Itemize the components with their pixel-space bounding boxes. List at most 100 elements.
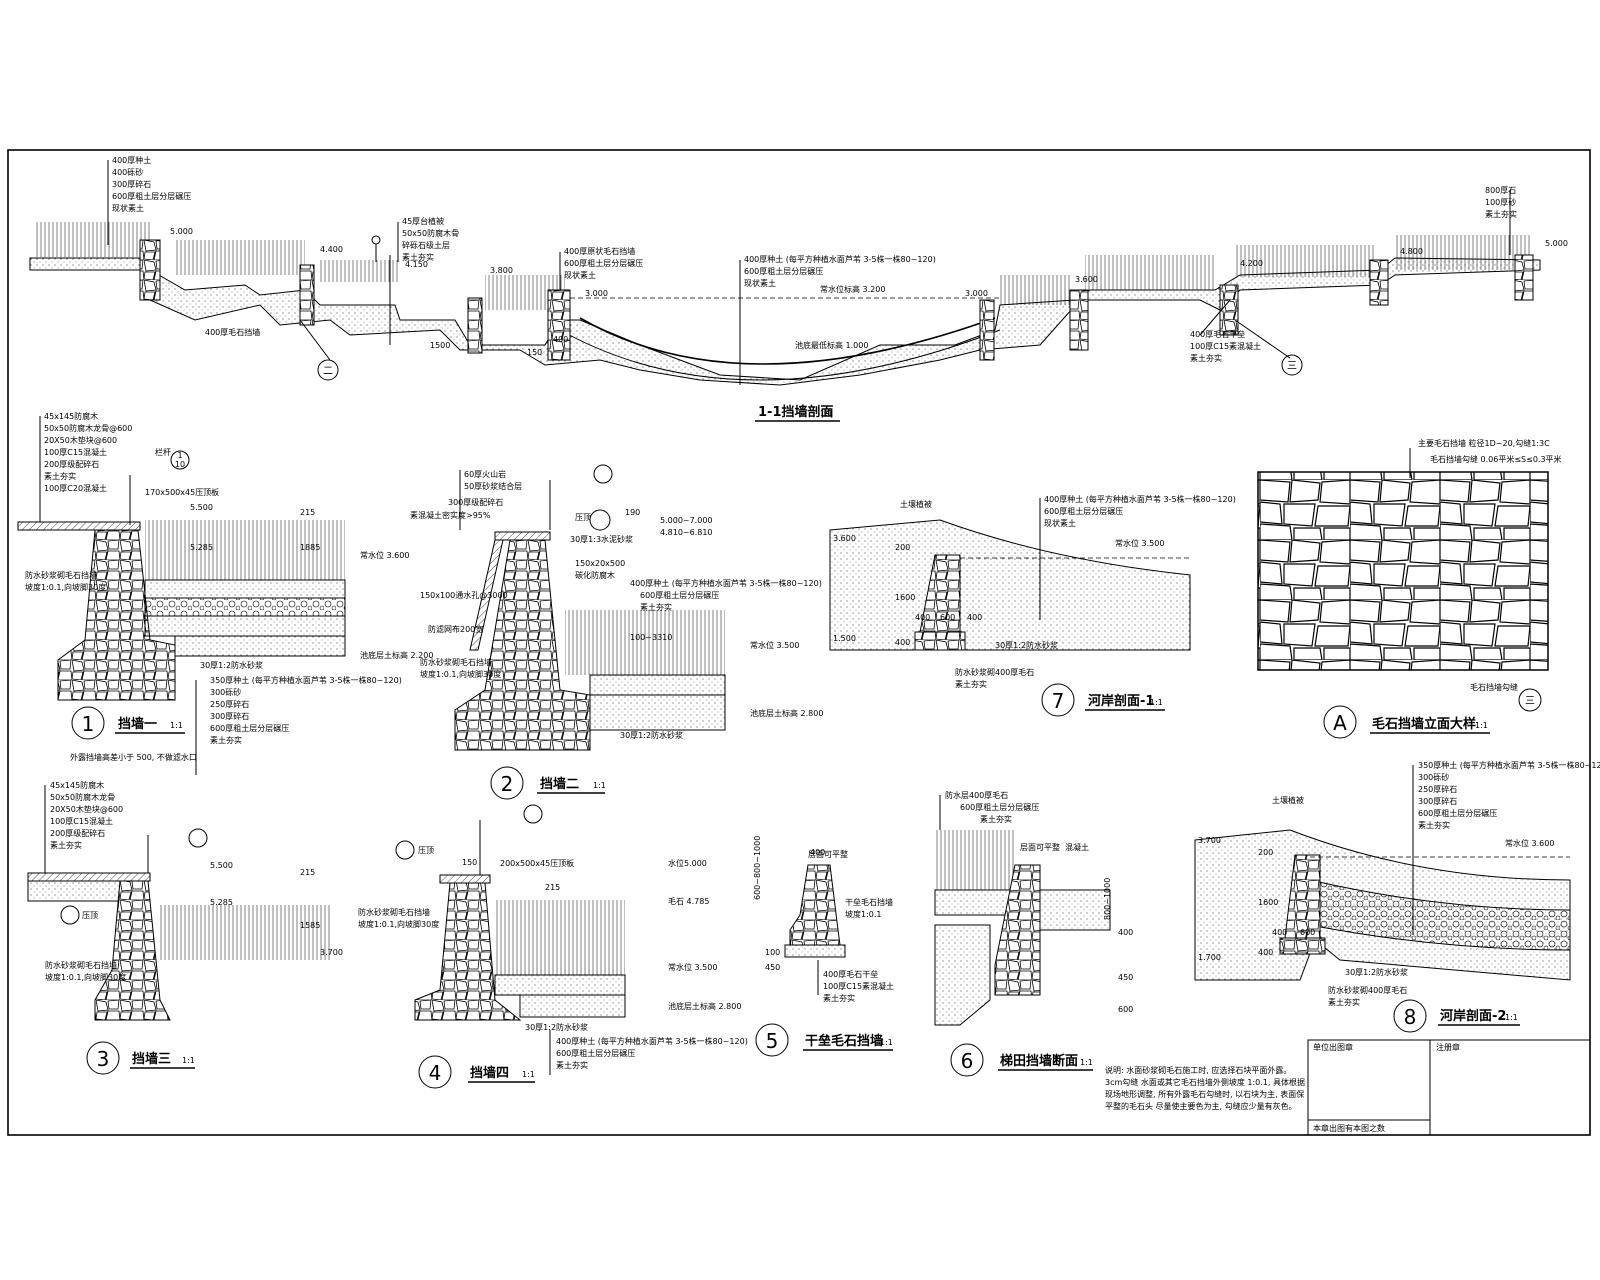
d5-label-5: 100厚C15素混凝土 (823, 981, 894, 991)
d1-layer-6: 素土夯实 (44, 471, 76, 481)
d8-label-5: 30厚1:2防水砂浆 (1345, 967, 1408, 977)
d4-bl-3: 素土夯实 (556, 1060, 588, 1070)
d7-dim-2: 1600 (895, 593, 915, 602)
d3-scale: 1:1 (182, 1056, 195, 1065)
d1-dim-1: 215 (300, 508, 315, 517)
d7-layer-1: 400厚种土 (每平方种植水面芦苇 3-5株一株80~120) (1044, 494, 1236, 504)
d8-label-1: 土壤植被 (1272, 795, 1304, 805)
d8-dim-3: 400 (1258, 948, 1273, 957)
d8-label-2: 3.700 (1198, 836, 1221, 845)
ms-rb-layer-1: 400厚毛石干垒 (1190, 329, 1245, 339)
d8-scale: 1:1 (1505, 1013, 1518, 1022)
d4-bl-1: 400厚种土 (每平方种植水面芦苇 3-5株一株80~120) (556, 1036, 748, 1046)
ms-center-layer-1: 400厚种土 (每平方种植水面芦苇 3-5株一株80~120) (744, 254, 936, 264)
d6-label-1: 层面可平整 (1020, 842, 1060, 852)
ms-mid-layer-2: 50x50防腐木骨 (402, 228, 459, 238)
notes-text: 说明: 水面砂浆砌毛石施工时, 应选择石块平面外露。 3cm勾缝 水面或其它毛石… (1105, 1066, 1305, 1111)
ms-right-layer-3: 素土夯实 (1485, 209, 1517, 219)
ms-mid-layer-4: 素土夯实 (402, 252, 434, 262)
d3-layer-5: 200厚级配碎石 (50, 828, 105, 838)
ms-left-layer-3: 300厚碎石 (112, 179, 151, 189)
d1-layer-3: 20X50木垫块@600 (44, 435, 117, 445)
d7-dim-3: 400 (895, 638, 910, 647)
d6-dim-3: 450 (1118, 973, 1133, 982)
d2-dim-2: 100~3310 (630, 633, 672, 642)
d1-note: 外露挡墙高差小于 500, 不做滤水口 (70, 752, 197, 762)
d2-label-11: 30厚1:2防水砂浆 (620, 730, 683, 740)
d2-label-7: 防水砂浆砌毛石挡墙 (420, 657, 492, 667)
marker-3: 三 (1287, 361, 1297, 372)
d1-scale: 1:1 (170, 721, 183, 730)
d7-dim-1: 200 (895, 543, 910, 552)
dA-title: 毛石挡墙立面大样 (1372, 716, 1476, 732)
d2-number: 2 (501, 772, 514, 796)
elev-9: 3.600 (1075, 275, 1098, 284)
d7-title: 河岸剖面-1 (1088, 693, 1154, 709)
tb-cell-1: 单位出图章 (1313, 1042, 1353, 1052)
d5-dim-4: 450 (765, 963, 780, 972)
ms-rb-layer-2: 100厚C15素混凝土 (1190, 341, 1261, 351)
d4-label-2: 200x500x45压顶板 (500, 858, 574, 868)
d8-number: 8 (1404, 1005, 1417, 1029)
d1-callout-ref: 1 (177, 451, 182, 460)
d3-label-2: 5.285 (210, 898, 233, 907)
d2-layer-4: 素混凝土密实度>95% (410, 510, 491, 520)
d4-scale: 1:1 (522, 1070, 535, 1079)
d6-dim-4: 600 (1118, 1005, 1133, 1014)
d2-rl-2: 600厚粗土层分层碾压 (640, 590, 719, 600)
d6-dim-2: 400 (1118, 928, 1133, 937)
d4-label-4: 坡度1:0.1,向坡脚30度 (358, 919, 439, 929)
d8-layer-6: 素土夯实 (1418, 820, 1450, 830)
d2-label-6: 防滤网布200宽 (428, 624, 483, 634)
pool-bottom: 池底最低标高 1.000 (795, 340, 868, 350)
ms-center-layer-2: 600厚粗土层分层碾压 (744, 266, 823, 276)
d3-layer-6: 素土夯实 (50, 840, 82, 850)
d7-label-6: 防水砂浆砌400厚毛石 (955, 667, 1034, 677)
dA-label-3: 毛石挡墙勾缝 (1470, 682, 1518, 692)
d3-dim-1: 215 (300, 868, 315, 877)
title-block: 单位出图章 注册章 本章出图有本图之数 (1307, 1039, 1591, 1136)
d8-layer-2: 300砾砂 (1418, 772, 1449, 782)
d5-label-2: 干垒毛石挡墙 (845, 897, 893, 907)
detail-6: 防水层400厚毛石 600厚粗土层分层碾压 素土夯实 层面可平整 混凝土 800… (934, 790, 1133, 1077)
d2-title: 挡墙二 (540, 776, 579, 792)
d6-number: 6 (961, 1049, 974, 1073)
ms-left-layer-1: 400厚种土 (112, 155, 151, 165)
d3-label-1: 5.500 (210, 861, 233, 870)
d1-layer-2: 50x50防腐木龙骨@600 (44, 423, 132, 433)
d4-label-9: 30厚1:2防水砂浆 (525, 1022, 588, 1032)
d4-dim-2: 215 (545, 883, 560, 892)
d4-number: 4 (429, 1061, 442, 1085)
sheet-border (7, 149, 1591, 1136)
d1-label-6: 坡度1:0.1,向坡脚30度 (25, 582, 106, 592)
d2-label-8: 坡度1:0.1,向坡脚30度 (420, 669, 501, 679)
d3-number: 3 (97, 1047, 110, 1071)
d8-layer-1: 350厚种土 (每平方种植水面芦苇 3-5株一株80~120) (1418, 760, 1600, 770)
detail-5: 层面可平整 干垒毛石挡墙 坡度1:0.1 400厚毛石干垒 100厚C15素混凝… (753, 836, 894, 1057)
pool-level: 常水位标高 3.200 (820, 284, 885, 294)
d4-title: 挡墙四 (470, 1065, 509, 1081)
d8-label-3: 常水位 3.600 (1505, 838, 1554, 848)
d3-label-3: 3.700 (320, 948, 343, 957)
detail-1: 1 10 栏杆 45x145防腐木 50x50防腐木龙骨@600 20X50木垫… (17, 411, 433, 775)
d2-label-2: 30厚1:3水泥砂浆 (570, 534, 633, 544)
d1-layer-1: 45x145防腐木 (44, 411, 98, 421)
d7-layer-3: 现状素土 (1044, 518, 1076, 528)
d6-scale: 1:1 (1080, 1058, 1093, 1067)
d7-dim-5: 600 (940, 613, 955, 622)
d3-layer-1: 45x145防腐木 (50, 780, 104, 790)
d7-scale: 1:1 (1150, 698, 1163, 707)
marker-2: 二 (323, 366, 333, 377)
d7-label-7: 素土夯实 (955, 679, 987, 689)
ms-mid2-layer-2: 600厚粗土层分层碾压 (564, 258, 643, 268)
d1-bl-2: 300砾砂 (210, 687, 241, 697)
detail-3: 45x145防腐木 50x50防腐木龙骨 20X50木垫块@600 100厚C1… (27, 780, 343, 1075)
ms-left-layer-2: 400砾砂 (112, 167, 143, 177)
d5-dim-3: 100 (765, 948, 780, 957)
d7-layer-2: 600厚粗土层分层碾压 (1044, 506, 1123, 516)
elev-11: 4.800 (1400, 247, 1423, 256)
d2-rl-1: 400厚种土 (每平方种植水面芦苇 3-5株一株80~120) (630, 578, 822, 588)
detail-2: 60厚火山岩 50厚砂浆结合层 300厚级配碎石 素混凝土密实度>95% 压顶 … (410, 464, 823, 800)
d1-title: 挡墙一 (118, 716, 157, 732)
d7-dim-4: 400 (915, 613, 930, 622)
